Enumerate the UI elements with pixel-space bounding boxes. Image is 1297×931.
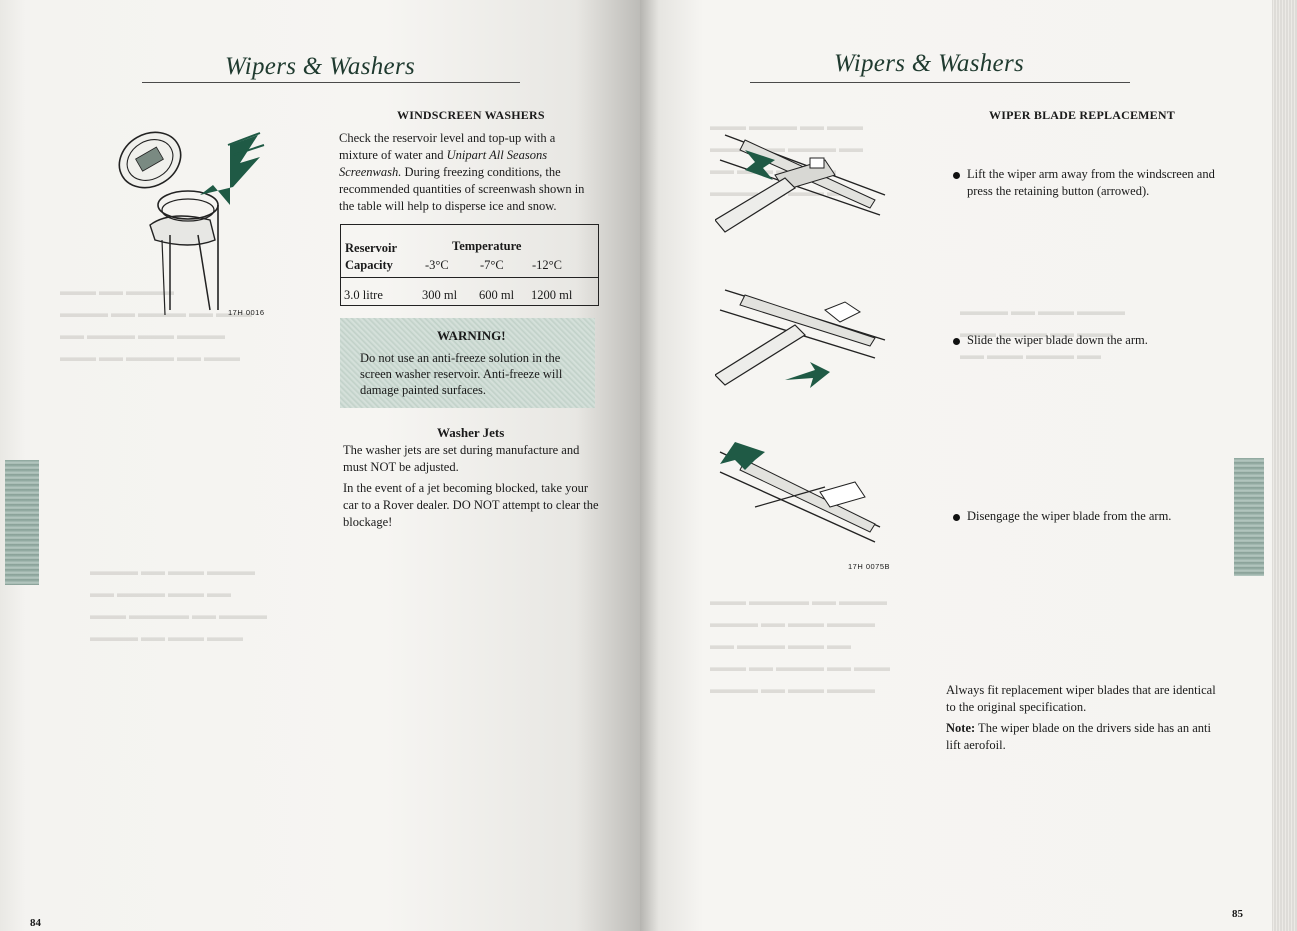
figure-label: 17H 0016 xyxy=(228,308,265,317)
reservoir-cap-illustration xyxy=(118,131,265,316)
figure-label: 17H 0075B xyxy=(848,562,891,571)
intro-paragraph: Check the reservoir level and top-up wit… xyxy=(339,130,597,215)
note-text: The wiper blade on the drivers side has … xyxy=(946,721,1211,752)
step-3-text: Disengage the wiper blade from the arm. xyxy=(967,509,1172,523)
wiper-arm-lift-illustration xyxy=(715,134,886,233)
table-temp-col-3: -12°C xyxy=(532,258,562,272)
warning-text: Do not use an anti-freeze solution in th… xyxy=(360,351,563,397)
table-cell-value: 1200 ml xyxy=(531,288,573,302)
bleed-through-text-2: ▬▬▬ ▬▬▬▬▬ ▬▬ ▬▬▬▬▬▬▬▬ ▬▬ ▬▬▬ ▬▬▬▬▬▬ ▬▬▬▬… xyxy=(710,594,890,696)
step-1-text: Lift the wiper arm away from the windscr… xyxy=(967,167,1215,198)
table-row-capacity: 3.0 litre xyxy=(344,288,383,302)
table-header-temperature: Temperature xyxy=(452,239,522,253)
section-heading: WINDSCREEN WASHERS xyxy=(397,108,545,122)
washer-jets-paragraph-1: The washer jets are set during manufactu… xyxy=(343,443,580,474)
bullet-point xyxy=(953,338,960,345)
bleed-through-text: ▬▬▬ ▬▬ ▬▬▬▬▬▬▬▬ ▬▬ ▬▬▬▬ ▬▬ ▬▬▬▬▬ ▬▬▬▬ ▬▬… xyxy=(60,284,252,364)
header-rule xyxy=(142,82,520,83)
left-page: ▬▬▬ ▬▬ ▬▬▬▬▬▬▬▬ ▬▬ ▬▬▬▬ ▬▬ ▬▬▬▬▬ ▬▬▬▬ ▬▬… xyxy=(0,0,640,931)
header-rule xyxy=(750,82,1130,83)
note-paragraph: Note: The wiper blade on the drivers sid… xyxy=(946,720,1222,754)
warning-title: WARNING! xyxy=(437,328,506,343)
table-temp-col-2: -7°C xyxy=(480,258,504,272)
page-number: 85 xyxy=(1232,908,1243,920)
product-name: Unipart All Seasons Screenwash. xyxy=(339,148,548,179)
table-divider xyxy=(340,277,598,278)
table-cell-value: 300 ml xyxy=(422,288,458,302)
intro-text-end: During freezing conditions, the recommen… xyxy=(339,165,585,213)
intro-text-start: Check the reservoir level and top-up wit… xyxy=(339,131,556,162)
page-header-title: Wipers & Washers xyxy=(225,53,416,80)
warning-box xyxy=(340,318,595,408)
bullet-point xyxy=(953,514,960,521)
table-cell-value: 600 ml xyxy=(479,288,515,302)
bleed-through-text-3: ▬▬▬▬ ▬▬ ▬▬▬ ▬▬▬▬▬▬▬ ▬▬▬▬ ▬▬ ▬▬▬▬▬ ▬▬▬ ▬▬… xyxy=(960,304,1125,362)
table-header-capacity: Capacity xyxy=(345,258,393,272)
bullet-point xyxy=(953,172,960,179)
table-temp-col-1: -3°C xyxy=(425,258,449,272)
page-header-title: Wipers & Washers xyxy=(834,50,1025,77)
screenwash-table xyxy=(340,224,599,306)
page-edges xyxy=(1272,0,1297,931)
page-number: 84 xyxy=(30,917,41,929)
wiper-blade-disengage-illustration xyxy=(719,442,881,543)
right-page: ▬▬▬ ▬▬▬▬ ▬▬ ▬▬▬▬▬▬▬ ▬▬ ▬▬▬▬ ▬▬▬▬ ▬▬▬ ▬▬▬… xyxy=(640,0,1272,931)
washer-jets-heading: Washer Jets xyxy=(437,425,505,440)
section-tab-marker xyxy=(5,460,39,585)
section-tab-marker xyxy=(1234,458,1264,576)
note-label: Note: xyxy=(946,721,976,735)
washer-jets-paragraph-2: In the event of a jet becoming blocked, … xyxy=(343,481,599,529)
wiper-blade-slide-illustration xyxy=(715,289,886,388)
table-header-reservoir: Reservoir xyxy=(345,241,398,255)
step-2-text: Slide the wiper blade down the arm. xyxy=(967,333,1148,347)
replacement-advice: Always fit replacement wiper blades that… xyxy=(946,683,1216,714)
section-heading: WIPER BLADE REPLACEMENT xyxy=(989,108,1175,122)
bleed-through-text-2: ▬▬▬▬ ▬▬ ▬▬▬ ▬▬▬▬▬▬ ▬▬▬▬ ▬▬▬ ▬▬▬▬▬ ▬▬▬▬▬ … xyxy=(90,564,267,644)
